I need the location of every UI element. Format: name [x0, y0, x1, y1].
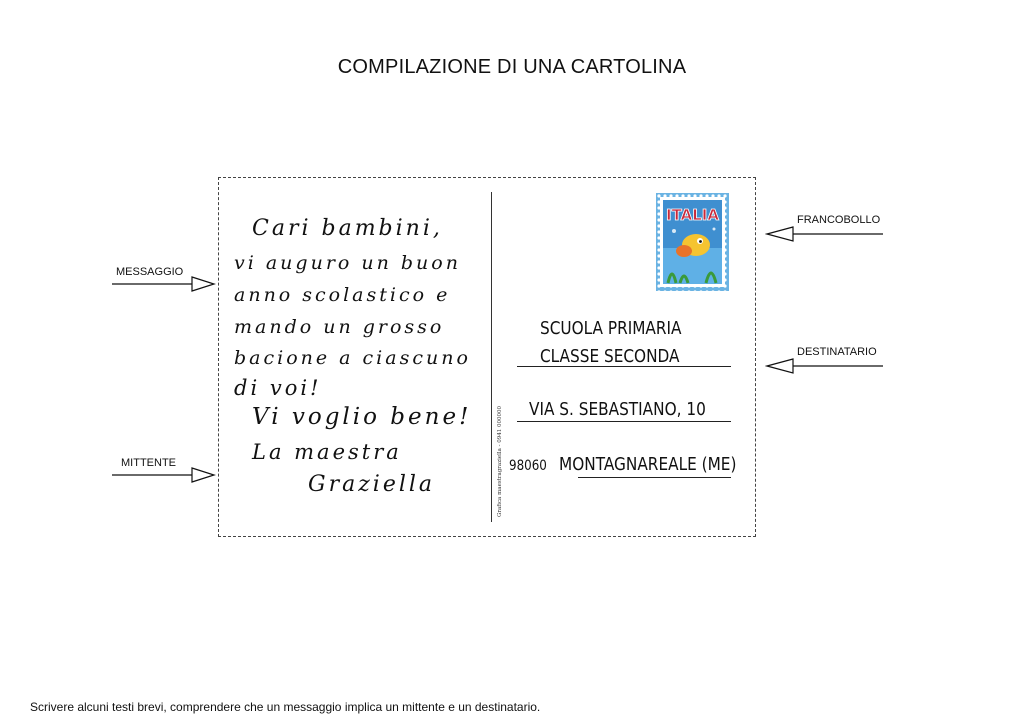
vertical-credit-text: Grafica maestragraziella - 0941 000000: [497, 405, 503, 517]
address-line-2: CLASSE SECONDA: [540, 346, 680, 367]
message-line-2: vi auguro un buon: [234, 252, 461, 274]
arrow-messaggio-icon: [112, 276, 216, 292]
address-underline-3: [578, 477, 731, 478]
address-underline-2: [517, 421, 731, 422]
stamp: ITALIA: [656, 193, 729, 291]
arrow-destinatario-icon: [765, 358, 883, 374]
footer-note: Scrivere alcuni testi brevi, comprendere…: [30, 700, 541, 714]
label-francobollo: FRANCOBOLLO: [797, 214, 881, 226]
arrow-mittente-icon: [112, 467, 216, 483]
address-city: MONTAGNAREALE (ME): [559, 454, 737, 475]
message-line-9: Graziella: [308, 472, 436, 497]
message-line-6: di voi!: [234, 376, 322, 400]
message-line-5: bacione a ciascuno: [234, 347, 471, 369]
stamp-text: ITALIA: [666, 206, 719, 224]
address-postal-code: 98060: [509, 458, 547, 474]
message-line-7: Vi voglio bene!: [252, 404, 472, 430]
page-title: COMPILAZIONE DI UNA CARTOLINA: [337, 56, 687, 78]
postcard-divider: [491, 192, 492, 522]
label-destinatario: DESTINATARIO: [797, 346, 877, 358]
message-line-4: mando un grosso: [234, 316, 445, 338]
arrow-francobollo-icon: [765, 226, 883, 242]
postcard: [218, 177, 756, 537]
address-line-1: SCUOLA PRIMARIA: [540, 318, 682, 339]
message-line-8: La maestra: [252, 440, 402, 464]
address-street: VIA S. SEBASTIANO, 10: [529, 399, 706, 420]
vertical-credit: Grafica maestragraziella - 0941 000000: [494, 400, 503, 520]
label-messaggio: MESSAGGIO: [116, 266, 184, 278]
address-underline-1: [517, 366, 731, 367]
message-line-3: anno scolastico e: [234, 284, 451, 306]
message-line-1: Cari bambini,: [252, 216, 443, 241]
label-mittente: MITTENTE: [121, 457, 176, 469]
